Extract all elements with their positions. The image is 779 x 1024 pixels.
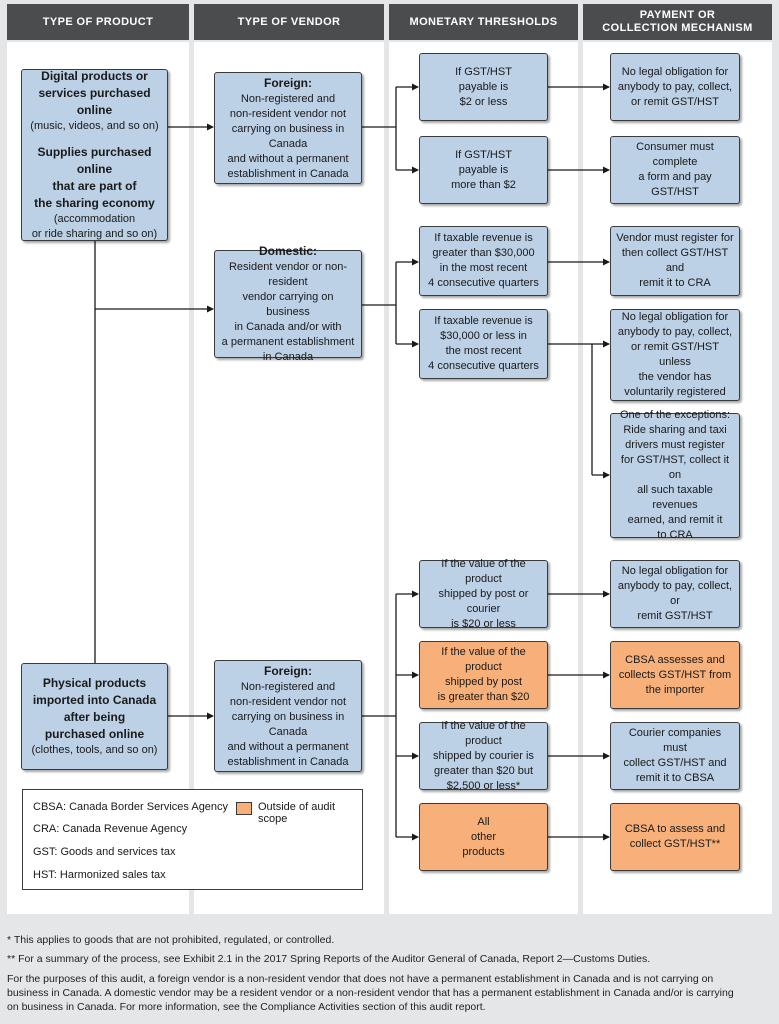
header-type-of-product: TYPE OF PRODUCT [7,4,189,40]
footnote-definition: For the purposes of this audit, a foreig… [7,972,772,1014]
vendor-box-foreign-digital: Foreign: Non-registered and non-resident… [214,72,362,184]
product-box-digital: Digital products or services purchased o… [21,69,168,241]
legend-item-hst: HST: Harmonized sales tax [33,869,166,881]
header-type-of-vendor: TYPE OF VENDOR [194,4,384,40]
footnote-1: * This applies to goods that are not pro… [7,934,335,946]
vendor-box-domestic: Domestic: Resident vendor or non-residen… [214,244,362,363]
footnote-definition-line: For the purposes of this audit, a foreig… [7,973,714,985]
footnote-definition-line: business in Canada. A domestic vendor ma… [7,987,734,999]
legend-scope-label: Outside of audit scope [258,801,336,825]
legend-box: CBSA: Canada Border Services Agency CRA:… [22,789,363,890]
mechanism-box-ride-sharing-exception: One of the exceptions:Ride sharing and t… [610,409,740,541]
product-box-physical: Physical products imported into Canada a… [21,663,168,770]
vendor-box-foreign-physical: Foreign: Non-registered and non-resident… [214,660,362,772]
legend-item-gst: GST: Goods and services tax [33,846,176,858]
header-monetary-thresholds: MONETARY THRESHOLDS [389,4,578,40]
legend-item-cbsa: CBSA: Canada Border Services Agency [33,801,229,813]
footnote-definition-line: on business in Canada. For more informat… [7,1001,486,1013]
legend-item-cra: CRA: Canada Revenue Agency [33,823,188,835]
legend-scope-swatch [236,802,252,815]
footnote-2: ** For a summary of the process, see Exh… [7,953,651,965]
